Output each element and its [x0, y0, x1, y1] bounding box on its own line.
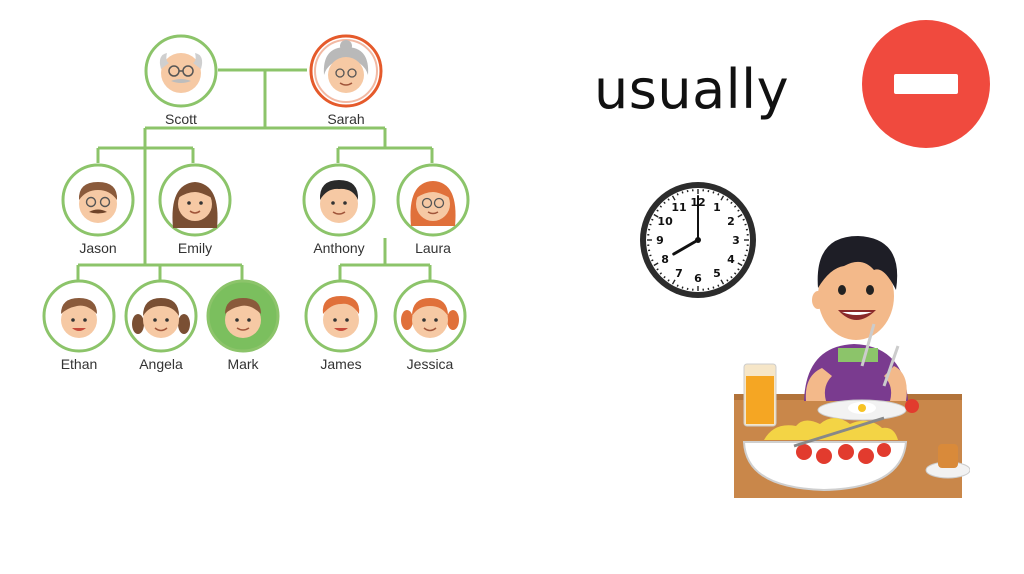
clock-tick: [737, 262, 743, 267]
clock-number: 8: [661, 253, 669, 266]
clock-tick: [726, 279, 729, 282]
member-ethan: Ethan: [39, 278, 119, 372]
clock-tick: [651, 218, 654, 221]
member-name: Sarah: [327, 111, 365, 127]
clock-tick: [742, 218, 745, 221]
man-dark-hair-avatar-icon: [302, 163, 376, 237]
clock-number: 7: [675, 267, 683, 280]
member-jessica: Jessica: [390, 278, 470, 372]
girl-red-pigtails-avatar-icon: [393, 279, 467, 353]
boy-highlighted-avatar-icon: [206, 279, 280, 353]
clock-tick: [720, 195, 725, 201]
clock-tick: [717, 284, 720, 287]
clock-number: 3: [732, 234, 740, 247]
clock-tick: [681, 191, 684, 194]
clock-tick: [667, 279, 670, 282]
clock-tick: [659, 272, 663, 275]
clock-tick: [653, 262, 659, 267]
clock-hour-hand: [672, 238, 700, 256]
clock-tick: [649, 254, 652, 257]
clock-tick: [656, 209, 659, 212]
member-name: Jessica: [406, 356, 454, 372]
clock-number: 10: [657, 215, 673, 228]
clock-number: 4: [727, 253, 735, 266]
clock-tick: [742, 259, 745, 262]
clock-tick: [730, 201, 733, 205]
boy-red-hair-avatar-icon: [304, 279, 378, 353]
clock-tick: [649, 223, 652, 226]
clock-tick: [671, 195, 676, 201]
woman-long-hair-avatar-icon: [158, 163, 232, 237]
clock-tick: [717, 193, 720, 196]
boy-avatar-icon: [42, 279, 116, 353]
clock-tick: [737, 268, 740, 271]
grandma-avatar-icon: [309, 34, 383, 108]
clock-number: 1: [713, 201, 721, 214]
member-name: Jason: [79, 240, 117, 256]
member-scott: Scott: [141, 33, 221, 127]
clock-tick: [671, 279, 676, 285]
clock-tick: [720, 279, 725, 285]
member-sarah: Sarah: [306, 33, 386, 127]
grandpa-avatar-icon: [144, 34, 218, 108]
clock-tick: [726, 198, 729, 201]
clock-tick: [663, 201, 666, 205]
member-anthony: Anthony: [299, 162, 379, 256]
clock-tick: [712, 286, 715, 289]
clock-number: 9: [656, 234, 664, 247]
clock-tick: [712, 191, 715, 194]
member-jason: Jason: [58, 162, 138, 256]
member-name: Scott: [165, 111, 197, 127]
headline-word: usually: [594, 58, 790, 121]
member-mark: Mark: [203, 278, 283, 372]
member-name: Emily: [177, 240, 213, 256]
clock-tick: [663, 275, 666, 279]
clock-tick: [744, 223, 747, 226]
clock-tick: [744, 254, 747, 257]
clock-tick: [676, 284, 679, 287]
member-name: Angela: [139, 356, 183, 372]
clock-number: 11: [671, 201, 686, 214]
member-name: Ethan: [60, 356, 98, 372]
clock-tick: [653, 213, 659, 218]
clock-tick: [737, 209, 740, 212]
clock-tick: [659, 205, 663, 208]
member-james: James: [301, 278, 381, 372]
clock-tick: [667, 198, 670, 201]
member-emily: Emily: [155, 162, 235, 256]
member-name: Anthony: [313, 240, 365, 256]
member-angela: Angela: [121, 278, 201, 372]
member-laura: Laura: [393, 162, 473, 256]
man-mustache-avatar-icon: [61, 163, 135, 237]
clock-tick: [681, 286, 684, 289]
clock-tick: [733, 205, 737, 208]
clock-tick: [733, 272, 737, 275]
clock-tick: [676, 193, 679, 196]
member-name: Laura: [415, 240, 451, 256]
clock-tick: [656, 268, 659, 271]
woman-red-hair-glasses-avatar-icon: [396, 163, 470, 237]
clock-number: 6: [694, 272, 702, 285]
clock-tick: [737, 213, 743, 218]
minus-circle-icon: [862, 20, 990, 148]
clock-number: 2: [727, 215, 735, 228]
clock-tick: [651, 259, 654, 262]
girl-pigtails-avatar-icon: [124, 279, 198, 353]
boy-eating-breakfast-illustration: [734, 236, 970, 498]
clock-tick: [730, 275, 733, 279]
member-name: Mark: [227, 356, 259, 372]
member-name: James: [320, 356, 362, 372]
clock-number: 5: [713, 267, 721, 280]
clock-icon: 121234567891011: [640, 182, 756, 298]
